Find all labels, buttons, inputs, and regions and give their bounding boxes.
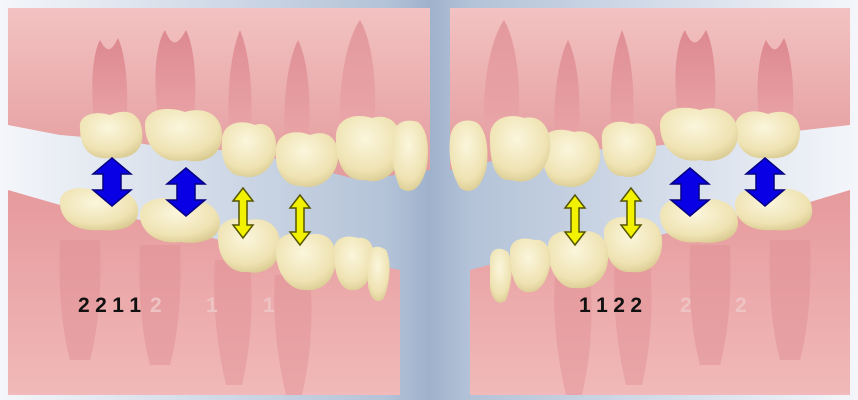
left-label-2: 2	[95, 294, 108, 318]
left-label-1: 2	[78, 294, 91, 318]
right-faint-label-2: 2	[735, 294, 747, 318]
left-label-3: 1	[112, 294, 125, 318]
left-faint-label-2: 1	[206, 294, 218, 318]
left-bold-labels: 2 2 1 1	[78, 294, 142, 318]
left-faint-label-3: 1	[263, 294, 275, 318]
right-faint-label-1: 2	[680, 294, 692, 318]
right-bold-labels: 1 1 2 2	[579, 294, 643, 318]
right-label-2: 1	[596, 294, 609, 318]
left-label-4: 1	[129, 294, 142, 318]
right-label-3: 2	[613, 294, 626, 318]
right-label-1: 1	[579, 294, 592, 318]
right-label-4: 2	[630, 294, 643, 318]
left-faint-label-1: 2	[150, 294, 162, 318]
